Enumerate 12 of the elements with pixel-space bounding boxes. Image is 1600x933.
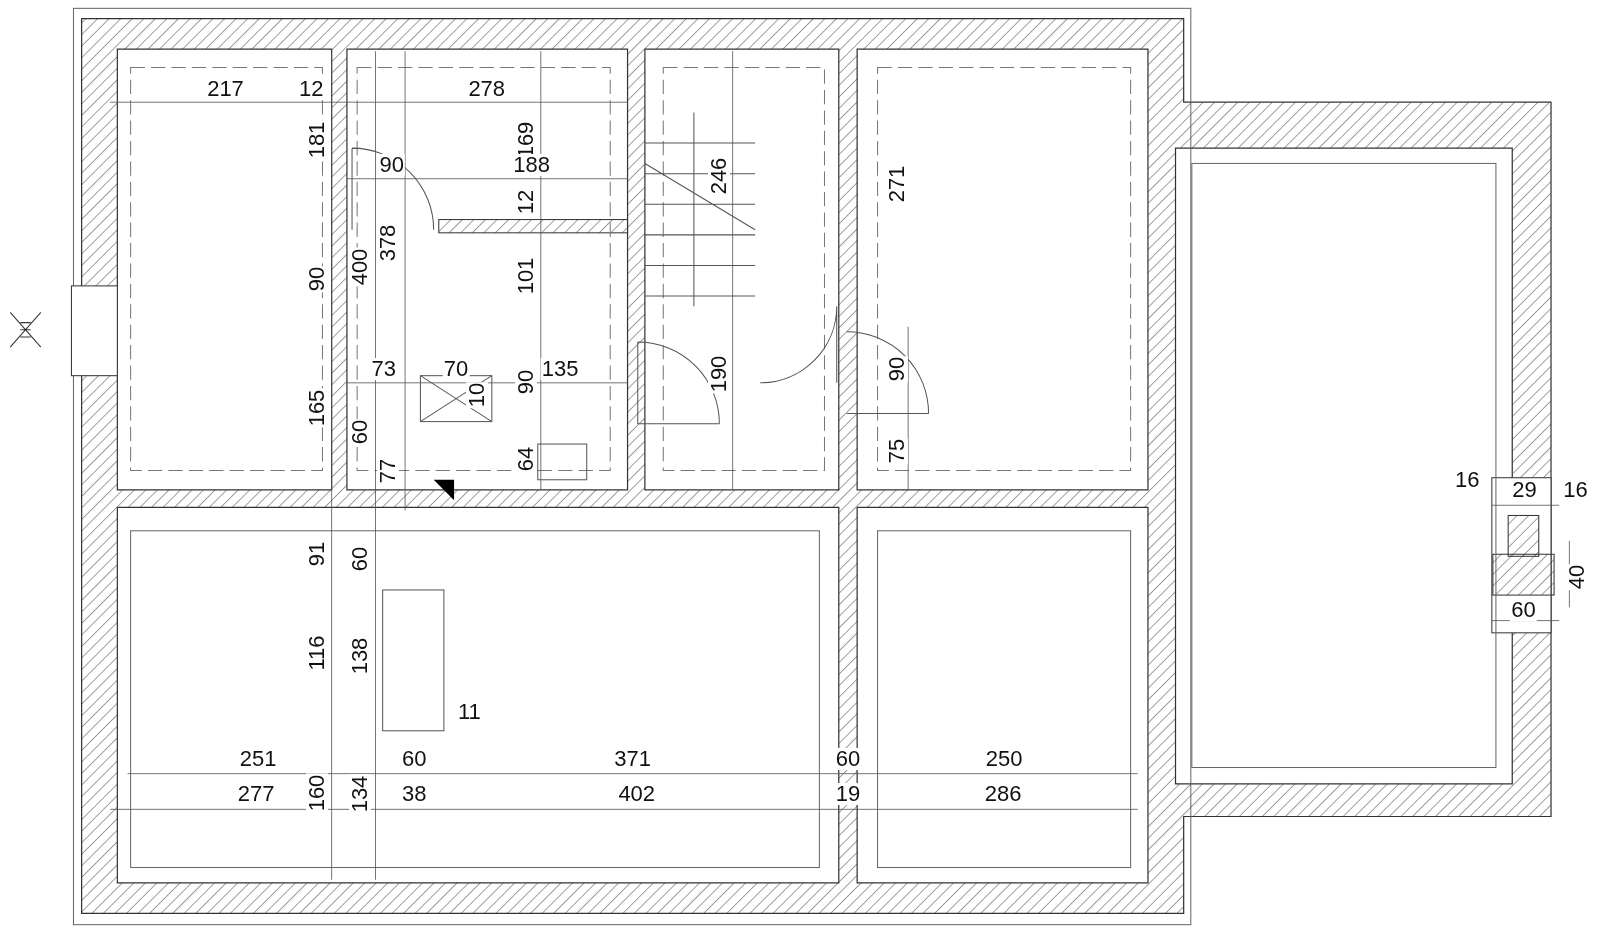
dimension-label: 90 [514, 368, 537, 395]
dimension-label: 60 [1510, 599, 1537, 622]
dimension-label: 160 [306, 773, 329, 813]
dimension-label: 246 [708, 156, 731, 195]
dimension-label: 60 [834, 748, 862, 771]
dimension-label: 19 [834, 782, 862, 805]
dimension-label: 134 [349, 774, 372, 814]
dimension-label: 10 [465, 381, 488, 409]
dimension-label: 135 [540, 358, 580, 381]
dimension-label: 77 [376, 458, 399, 485]
dimension-label: 90 [378, 154, 406, 177]
dimension-label: 73 [370, 358, 397, 381]
